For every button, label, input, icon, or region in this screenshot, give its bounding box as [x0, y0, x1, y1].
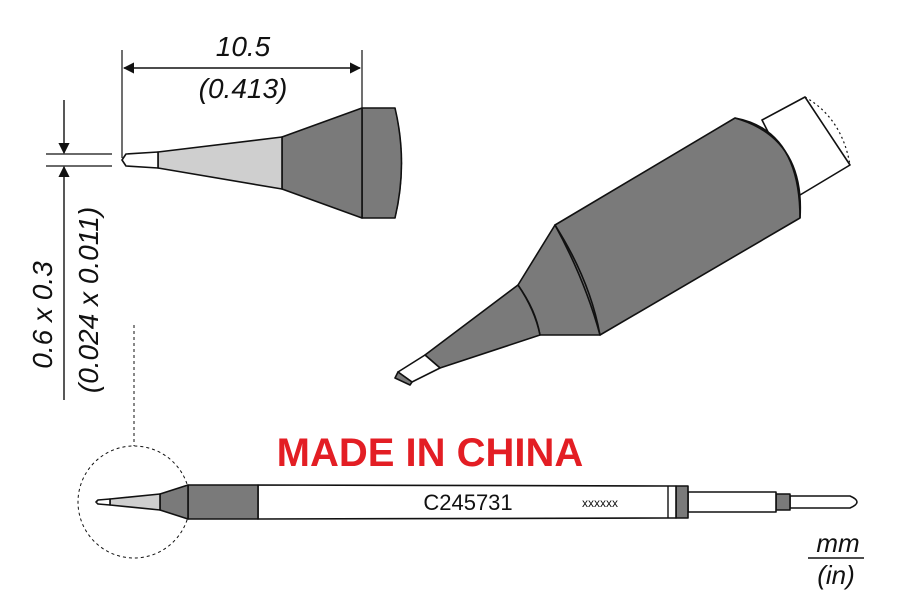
iso-chisel-edge [394, 371, 413, 386]
tip-collar [361, 107, 403, 219]
full-pin [789, 495, 858, 509]
tip-cone [281, 107, 363, 219]
iso-shaft-break [804, 96, 851, 166]
full-pin-ring [775, 493, 791, 511]
full-chisel [95, 498, 111, 506]
tip-mm-label: 0.6 x 0.3 [27, 261, 58, 369]
serial-label: xxxxxx [582, 496, 618, 510]
iso-cone-edge [554, 224, 601, 336]
unit-mm-label: mm [816, 528, 859, 558]
tip-full-view [77, 325, 858, 559]
tip-taper [157, 136, 283, 190]
full-cone [159, 484, 189, 520]
full-front-collar [187, 484, 259, 520]
tip-in-label: (0.024 x 0.011) [73, 207, 104, 393]
length-in-label: (0.413) [199, 73, 288, 104]
tip-isometric-view [394, 96, 851, 386]
full-rear-band [675, 485, 689, 519]
iso-cylinder-edge [734, 117, 802, 219]
iso-taper-edge [517, 284, 541, 336]
made-in-label: MADE IN CHINA [277, 431, 584, 475]
iso-taper [424, 284, 541, 369]
length-mm-label: 10.5 [216, 31, 271, 62]
unit-in-label: (in) [817, 560, 855, 590]
part-number-label: C245731 [423, 490, 512, 515]
tip-side-view [46, 50, 403, 400]
iso-cone [517, 224, 601, 336]
collar-break-edge [394, 107, 403, 219]
full-taper [109, 493, 161, 511]
full-rear-shaft [687, 491, 777, 513]
tip-chisel [121, 151, 159, 169]
